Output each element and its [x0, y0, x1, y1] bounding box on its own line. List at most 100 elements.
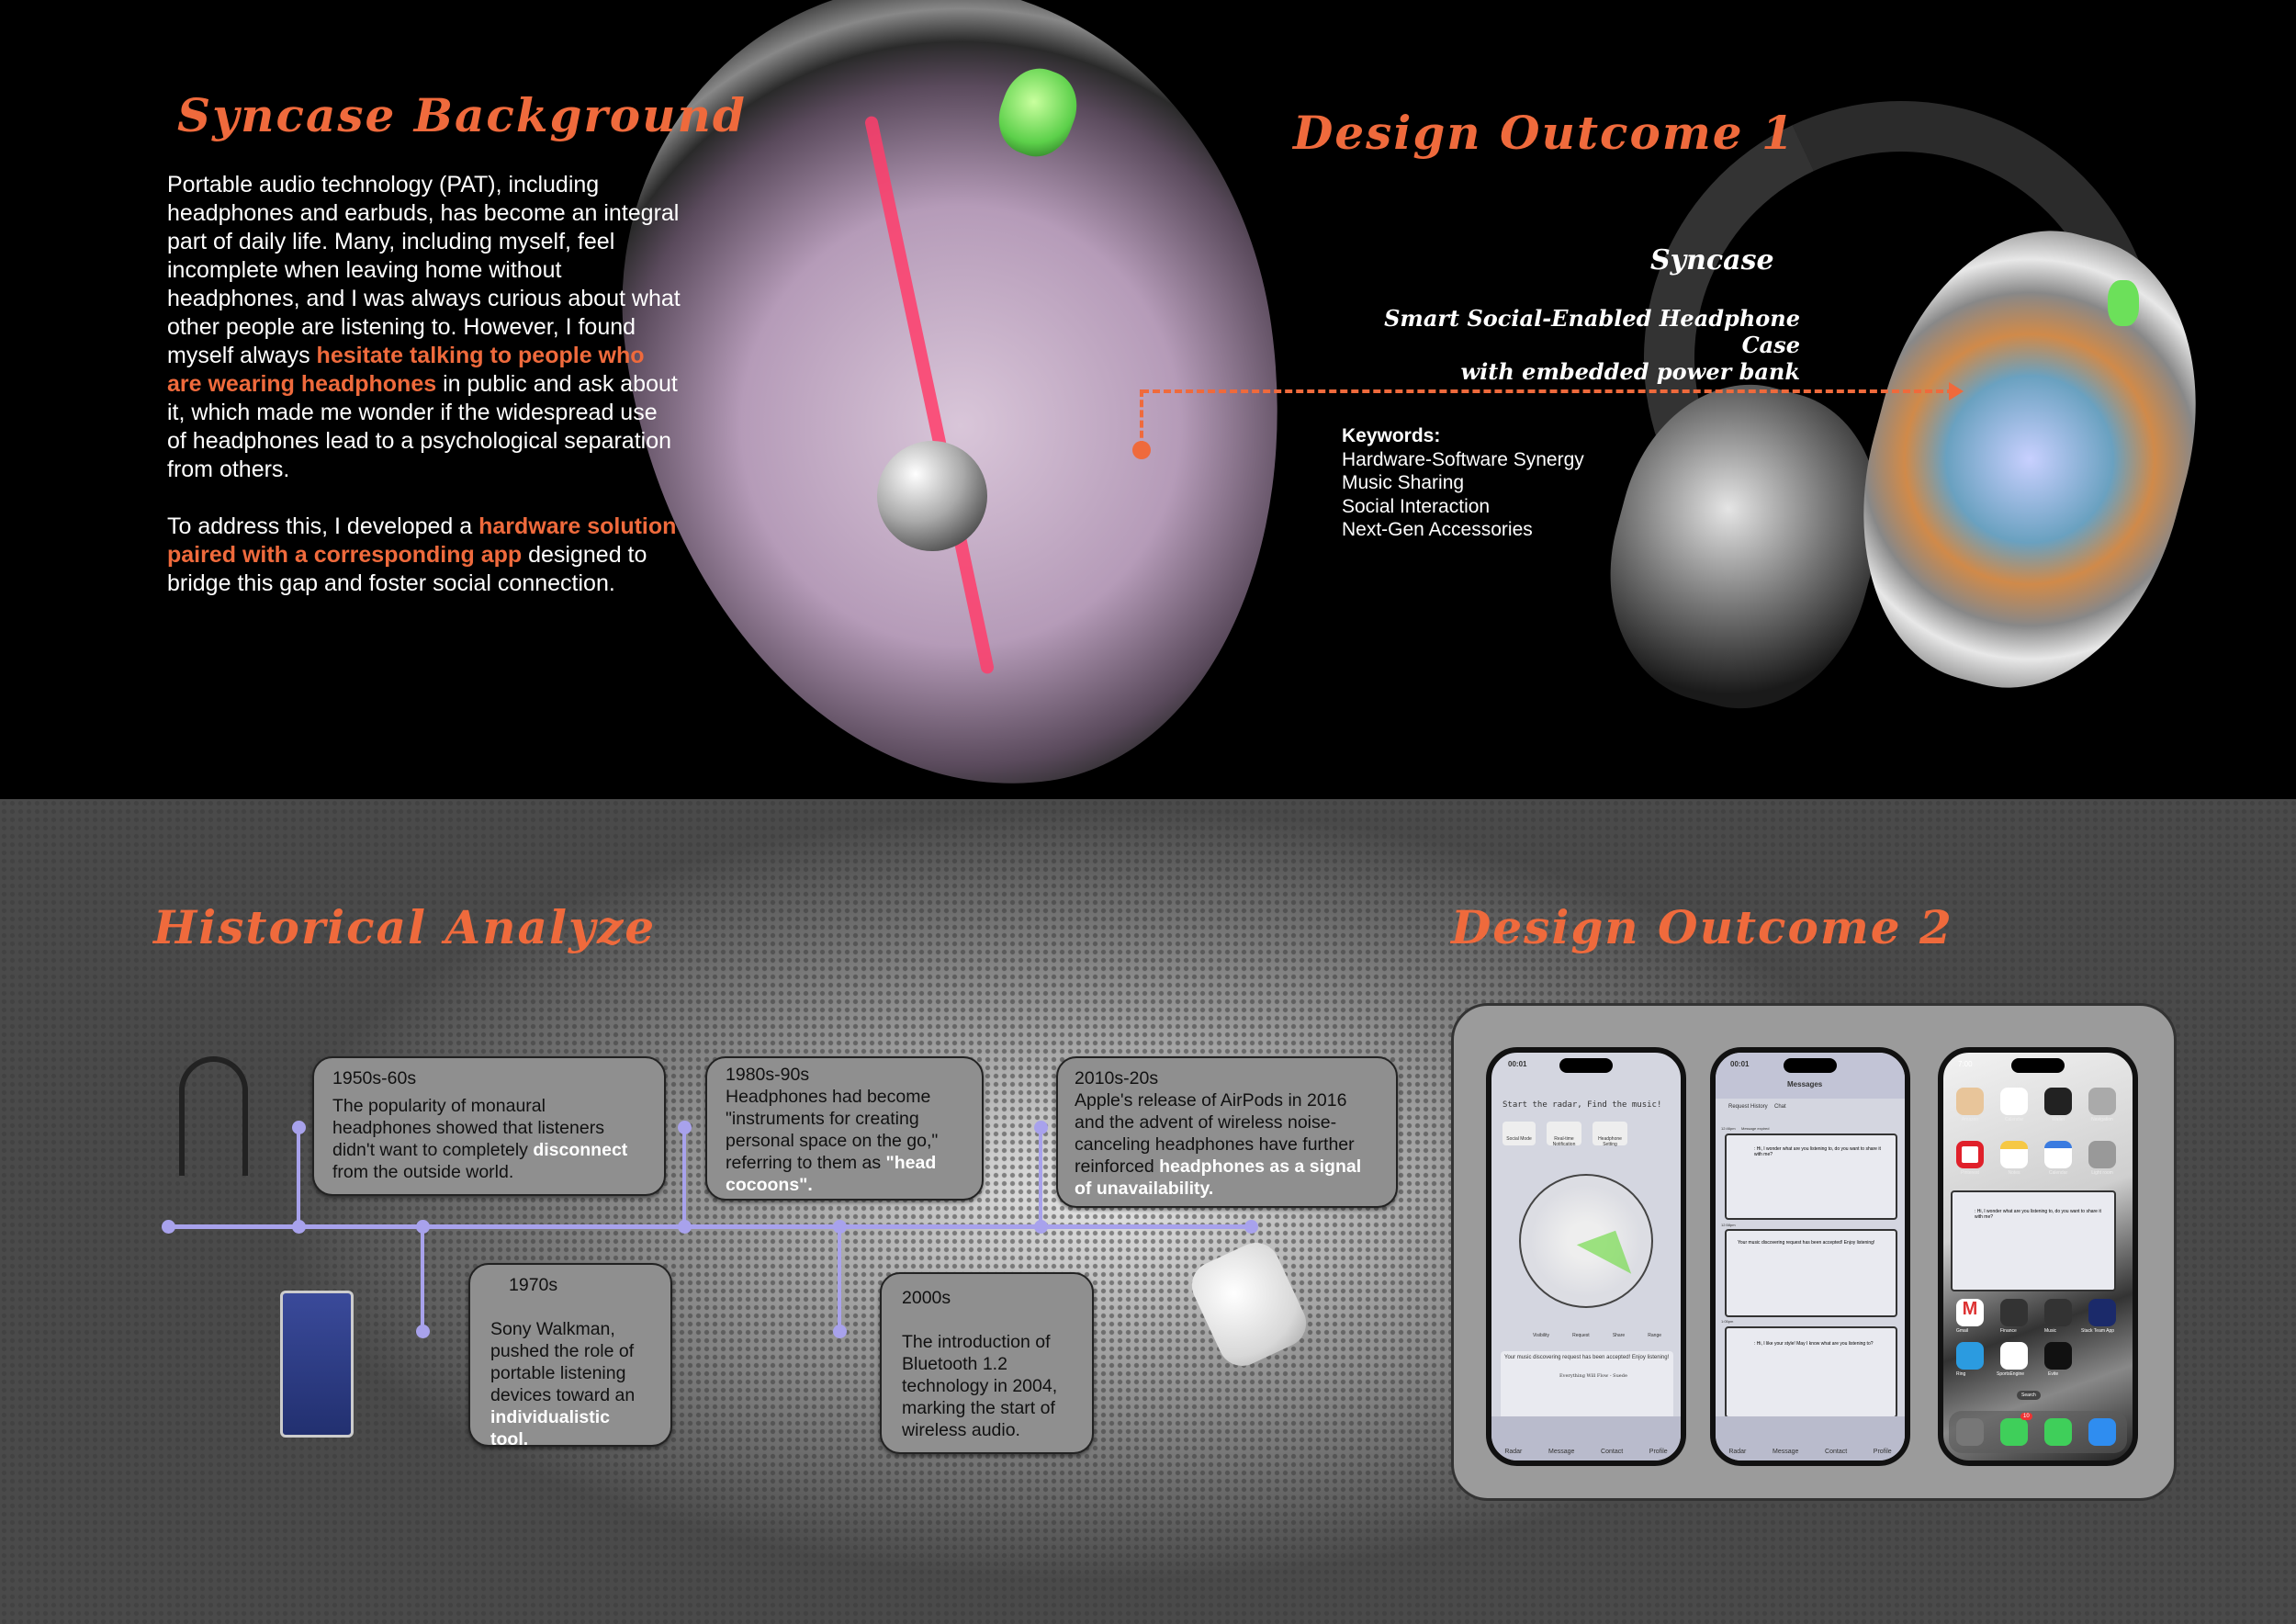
- keyword: Social Interaction: [1342, 495, 1491, 517]
- app-wallet[interactable]: [2044, 1088, 2072, 1115]
- dock: 10: [1949, 1411, 2127, 1453]
- app-label: SportsEngine: [1997, 1371, 2025, 1377]
- top-section: [0, 0, 2296, 831]
- nav-contact[interactable]: Contact: [1825, 1449, 1848, 1455]
- keywords-label: Keywords:: [1342, 425, 1441, 446]
- app-label: Evite: [2048, 1371, 2059, 1377]
- nav-radar[interactable]: Radar: [1504, 1449, 1523, 1455]
- app-ring[interactable]: [1956, 1342, 1984, 1370]
- app-label: Stack Team App: [2081, 1328, 2115, 1334]
- era-label: 1970s: [509, 1275, 558, 1295]
- era-label: 2000s: [902, 1288, 951, 1308]
- text: Headphones had become "instruments for c…: [726, 1087, 939, 1173]
- app-safari[interactable]: [2088, 1418, 2116, 1446]
- app-label: Music: [2044, 1328, 2057, 1334]
- app-amazon[interactable]: [1956, 1088, 1984, 1115]
- app-stack-team[interactable]: [2088, 1299, 2116, 1326]
- background-paragraph: Portable audio technology (PAT), includi…: [167, 171, 681, 598]
- keyword: Hardware-Software Synergy: [1342, 448, 1584, 470]
- visibility-control[interactable]: Visibility: [1533, 1333, 1549, 1338]
- app-calendar-2[interactable]: [2044, 1141, 2072, 1168]
- messages-heading: Messages: [1787, 1080, 1823, 1088]
- app-finance-folder[interactable]: [2000, 1299, 2028, 1326]
- dashed-connector-vertical: [1140, 389, 1143, 448]
- range-control[interactable]: Range: [1648, 1333, 1661, 1338]
- search-pill[interactable]: Search: [2017, 1391, 2041, 1400]
- app-gmail[interactable]: M: [1956, 1299, 1984, 1326]
- phone-homescreen: 7:00 Amazon Calendar Wallet Navigation P…: [1938, 1047, 2138, 1466]
- timeline-dot: [1034, 1220, 1048, 1234]
- request-control[interactable]: Request: [1572, 1333, 1590, 1338]
- notification-popup[interactable]: : Hi, I wonder what are you listening to…: [1951, 1190, 2116, 1291]
- message-card[interactable]: Your music discovering request has been …: [1725, 1229, 1897, 1317]
- highlight: headphones as a signal of unavailability…: [1075, 1156, 1362, 1199]
- history-card-2010s: 2010s-20s Apple's release of AirPods in …: [1056, 1056, 1398, 1208]
- notification-button[interactable]: Real-time Notification: [1547, 1122, 1581, 1147]
- app-label: Pinterest: [1961, 1170, 1979, 1176]
- app-messages[interactable]: [2044, 1418, 2072, 1446]
- nav-message[interactable]: Message: [1773, 1449, 1799, 1455]
- phone-messages-screen: 00:01 Messages Request History Chat 12:4…: [1710, 1047, 1910, 1466]
- walkman-image: [280, 1291, 354, 1438]
- app-evite[interactable]: [2044, 1342, 2072, 1370]
- message-card[interactable]: : Hi, I wonder what are you listening to…: [1725, 1133, 1897, 1220]
- tab-request-history[interactable]: Request History: [1728, 1104, 1768, 1110]
- dynamic-island: [1559, 1058, 1613, 1073]
- nav-profile[interactable]: Profile: [1649, 1449, 1668, 1455]
- radar-display[interactable]: [1519, 1174, 1653, 1308]
- timeline-dot: [833, 1325, 847, 1338]
- highlight: "head cocoons".: [726, 1153, 937, 1195]
- nav-radar[interactable]: Radar: [1728, 1449, 1747, 1455]
- subtitle-line: Smart Social-Enabled Headphone Case: [1384, 305, 1800, 358]
- app-pinterest[interactable]: [1956, 1141, 1984, 1168]
- era-label: 2010s-20s: [1075, 1068, 1159, 1088]
- timeline-dot: [292, 1121, 306, 1134]
- app-label: Wallet: [2052, 1117, 2065, 1122]
- message-text: : Hi, I like your style! May I know what…: [1754, 1341, 1874, 1347]
- nav-profile[interactable]: Profile: [1873, 1449, 1892, 1455]
- message-card[interactable]: : Hi, I like your style! May I know what…: [1725, 1326, 1897, 1418]
- headphone-setting-button[interactable]: Headphone Setting: [1593, 1122, 1627, 1147]
- highlight: hesitate talking to people who are weari…: [167, 343, 645, 397]
- app-notes[interactable]: [2000, 1141, 2028, 1168]
- app-label: Notes: [2008, 1170, 2020, 1176]
- timeline-dot: [833, 1220, 847, 1234]
- app-music-folder[interactable]: [2044, 1299, 2072, 1326]
- text: from the outside world.: [332, 1162, 514, 1182]
- nav-message[interactable]: Message: [1548, 1449, 1575, 1455]
- timeline-stem: [682, 1125, 686, 1226]
- app-phone[interactable]: [2000, 1418, 2028, 1446]
- text: To address this, I developed a: [167, 513, 479, 539]
- status-time: 00:01: [1730, 1060, 1750, 1068]
- app-camera[interactable]: [1956, 1418, 1984, 1446]
- keywords: Keywords: Hardware-Software Synergy Musi…: [1342, 424, 1584, 542]
- timeline-stem: [421, 1226, 424, 1329]
- tab-chat[interactable]: Chat: [1774, 1104, 1786, 1110]
- text: The popularity of monaural headphones sh…: [332, 1096, 604, 1160]
- timeline-dot: [678, 1121, 692, 1134]
- notification-badge: 10: [2020, 1413, 2032, 1420]
- app-lightroom[interactable]: [2088, 1141, 2116, 1168]
- dynamic-island: [1784, 1058, 1837, 1073]
- app-calendar[interactable]: [2000, 1088, 2028, 1115]
- accepted-notice-card[interactable]: Your music discovering request has been …: [1501, 1351, 1673, 1425]
- app-label: Gmail: [1956, 1328, 1969, 1334]
- share-control[interactable]: Share: [1612, 1333, 1626, 1338]
- app-label: Calendar: [2048, 1170, 2068, 1176]
- radar-controls: Visibility Request Share Range: [1533, 1333, 1661, 1338]
- timeline-dot: [1034, 1121, 1048, 1134]
- outcome1-title: Design Outcome 1: [1293, 106, 1795, 160]
- app-navigation[interactable]: [2088, 1088, 2116, 1115]
- dynamic-island: [2011, 1058, 2065, 1073]
- text: designed to bridge this gap and foster s…: [167, 542, 647, 596]
- text: in public and ask about it, which made m…: [167, 371, 678, 482]
- subtitle-line: with embedded power bank: [1460, 358, 1800, 385]
- app-sportsengine[interactable]: [2000, 1342, 2028, 1370]
- text: The introduction of Bluetooth 1.2 techno…: [902, 1332, 1058, 1440]
- status-time: 00:01: [1508, 1060, 1527, 1068]
- app-label: Amazon: [1961, 1117, 1979, 1122]
- social-mode-button[interactable]: Social Mode: [1503, 1122, 1536, 1145]
- pearl-sphere: [877, 441, 987, 551]
- radar-heading: Start the radar, Find the music!: [1503, 1100, 1662, 1110]
- nav-contact[interactable]: Contact: [1601, 1449, 1624, 1455]
